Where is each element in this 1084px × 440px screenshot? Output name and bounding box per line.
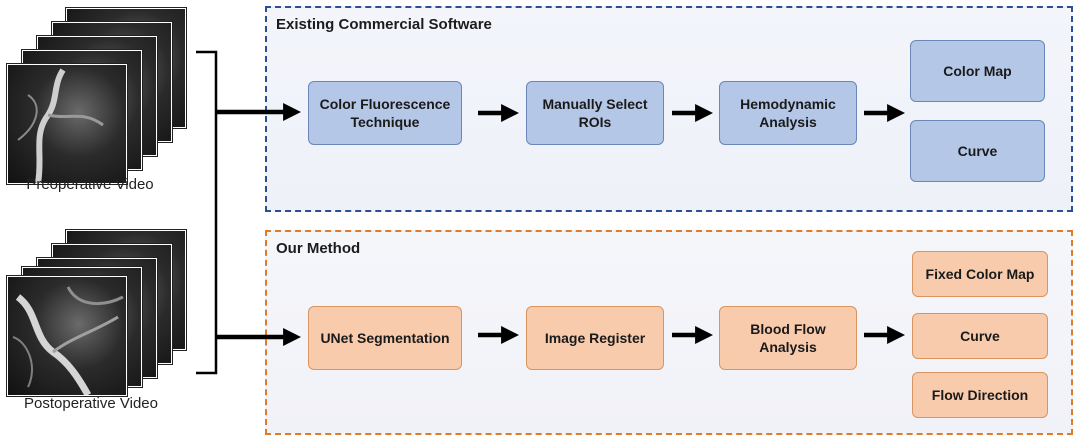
fixed-color-map-output-box: Fixed Color Map [912,251,1048,297]
color-map-output-box: Color Map [910,40,1045,102]
vessel-image [12,286,124,395]
postoperative-video-label: Postoperative Video [24,395,158,412]
flow-direction-output-box: Flow Direction [912,372,1048,418]
preoperative-video-label: Preoperative Video [26,176,154,193]
our-method-title: Our Method [276,240,361,257]
curve-output-box-ours: Curve [912,313,1048,359]
hemodynamic-analysis-box: Hemodynamic Analysis [719,81,857,145]
manually-select-rois-box: Manually Select ROIs [526,81,664,145]
input-bracket [196,50,218,375]
blood-flow-analysis-box: Blood Flow Analysis [719,306,857,370]
video-frame [7,64,127,184]
video-frame [7,276,127,396]
vessel-image [17,68,104,183]
curve-output-box: Curve [910,120,1045,182]
image-register-box: Image Register [526,306,664,370]
unet-segmentation-box: UNet Segmentation [308,306,462,370]
color-fluorescence-box: Color Fluorescence Technique [308,81,462,145]
existing-software-title: Existing Commercial Software [276,16,492,33]
